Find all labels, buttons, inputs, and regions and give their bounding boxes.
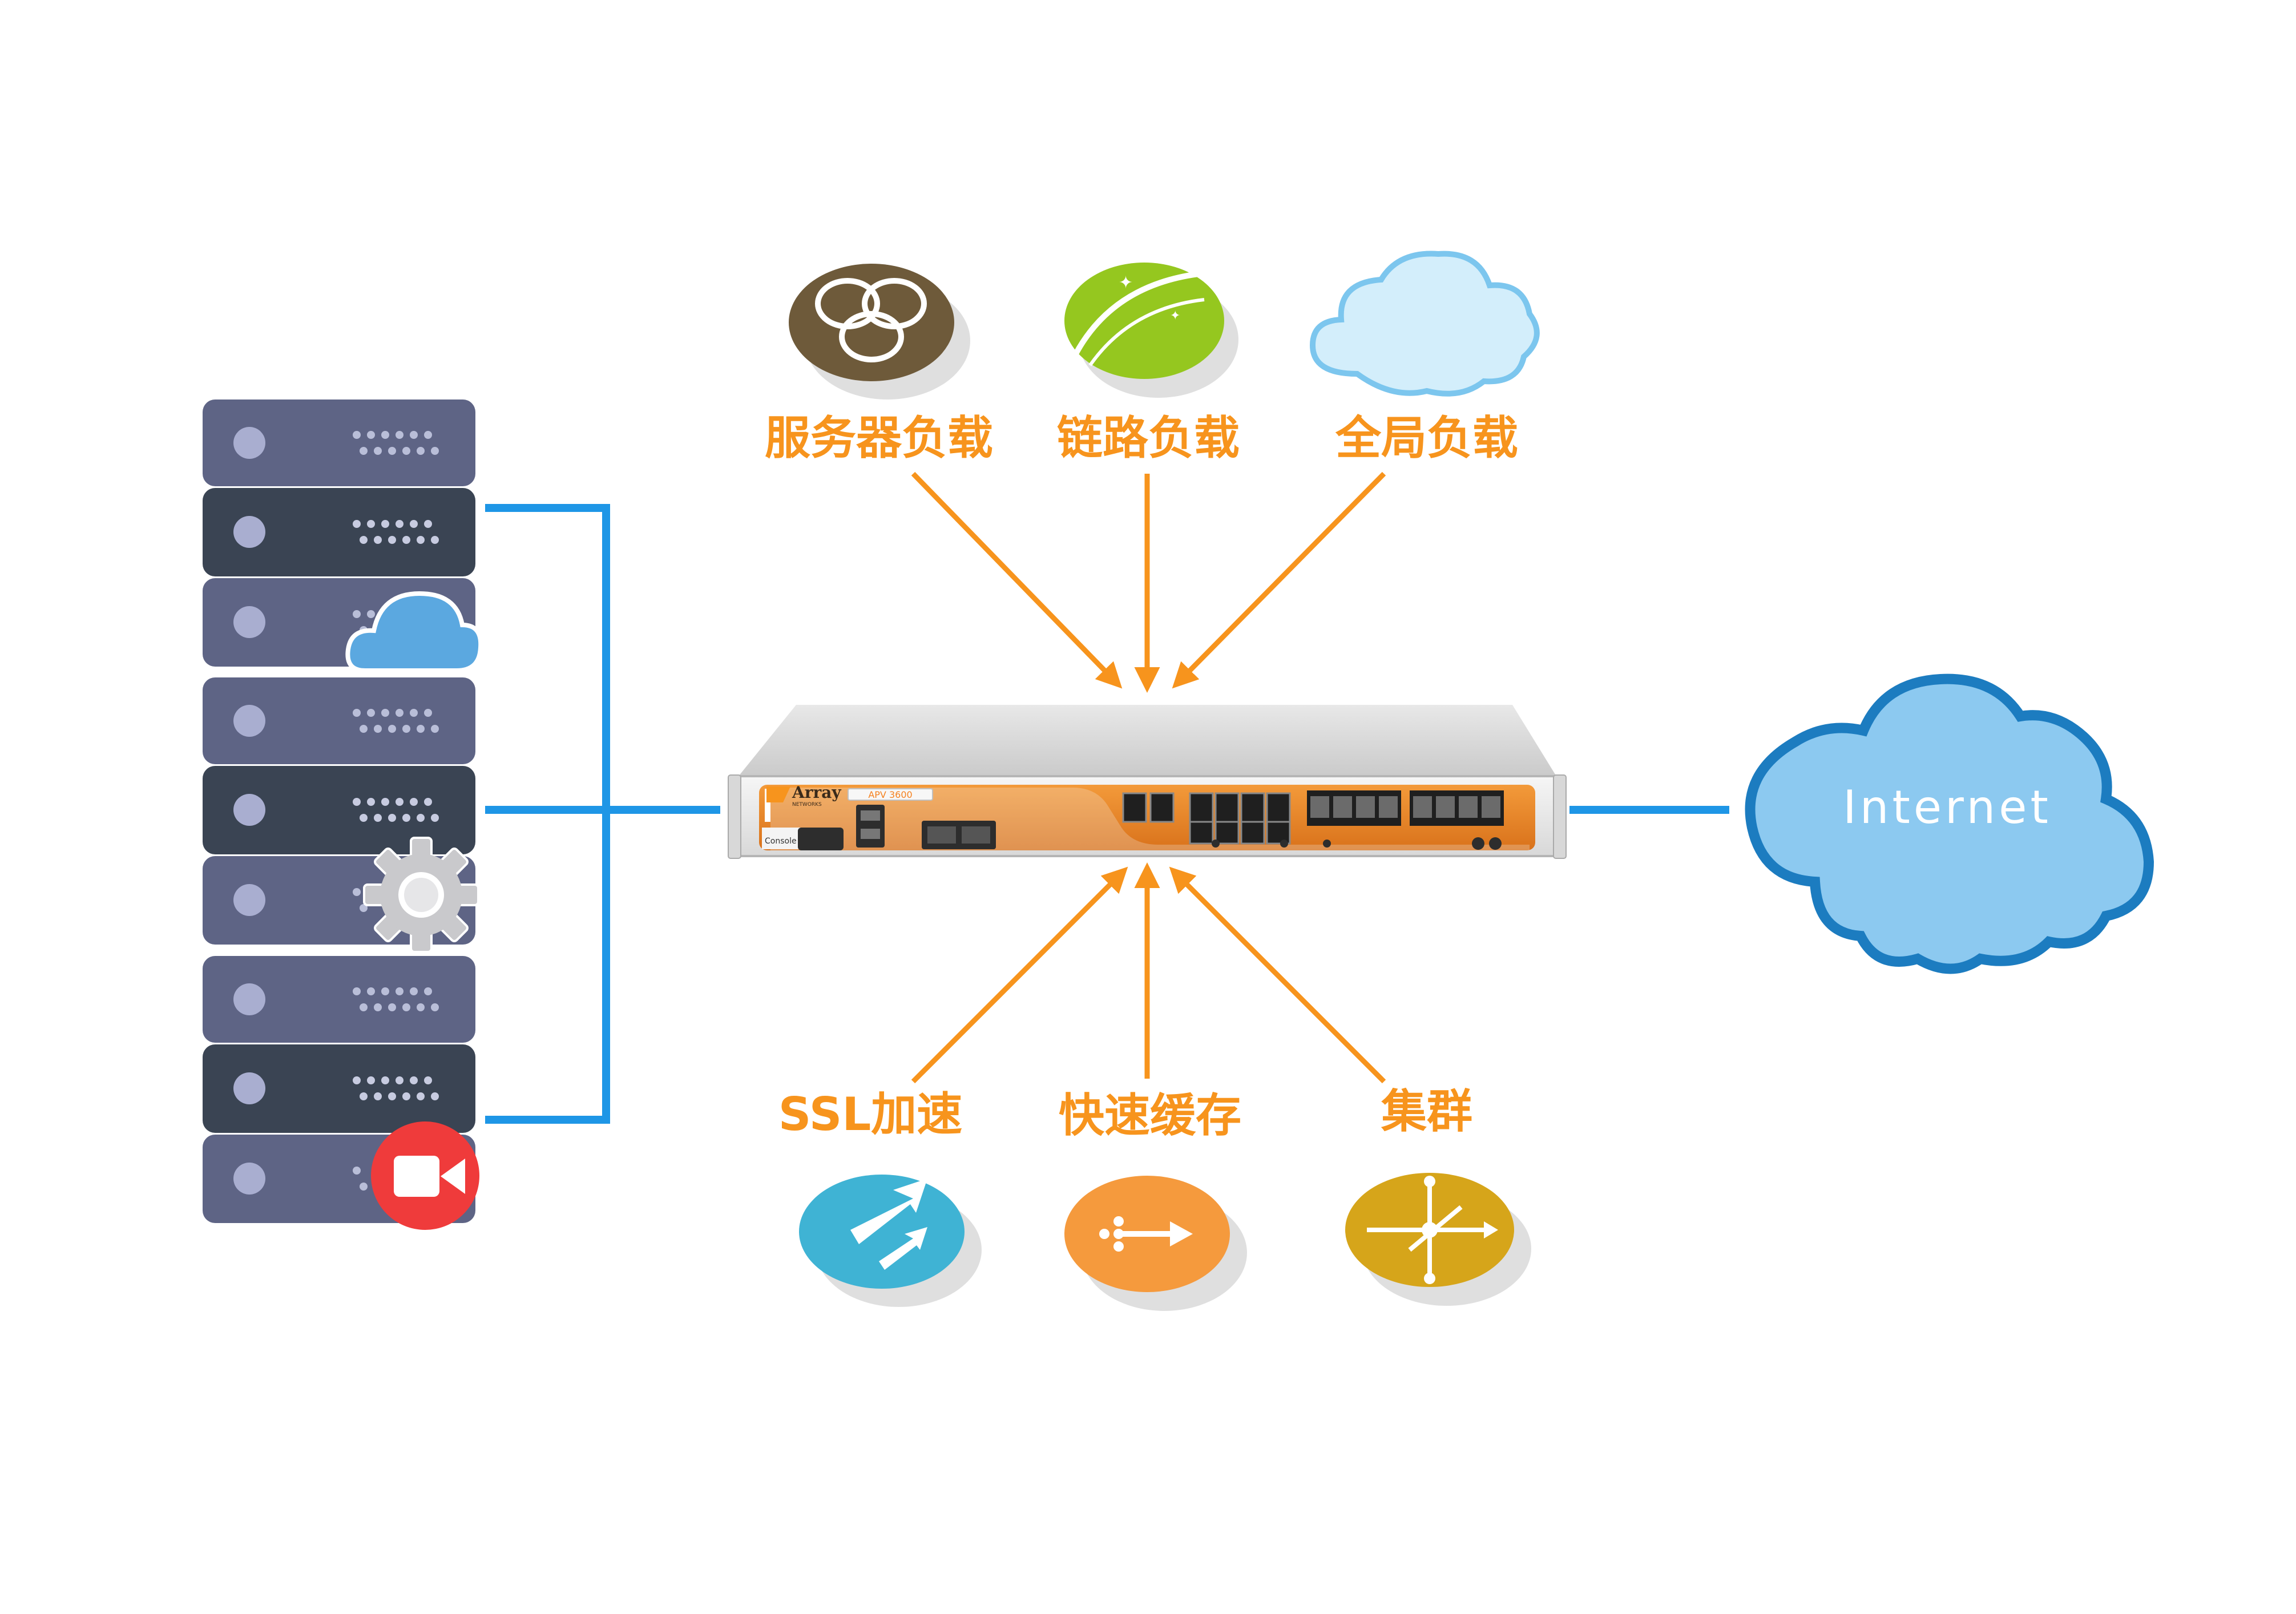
internet-label: Internet (1843, 781, 2052, 834)
global-load-icon (1309, 251, 1540, 397)
cluster-icon (1345, 1173, 1531, 1306)
gear-icon (363, 837, 479, 953)
server-links (485, 504, 720, 1124)
console-port (798, 828, 844, 850)
server-unit (203, 400, 475, 486)
feature-arrows (911, 471, 1386, 1084)
feature-label: 服务器负载 (765, 411, 993, 465)
svg-text:✦: ✦ (1170, 309, 1180, 323)
svg-text:NETWORKS: NETWORKS (792, 802, 822, 808)
brand-logo: Array NETWORKS (766, 783, 841, 808)
feature-label: 链路负载 (1057, 411, 1240, 465)
feature-label: 快速缓存 (1059, 1089, 1241, 1142)
sfp-ports (1122, 792, 1291, 845)
feature-label: 全局负载 (1335, 411, 1518, 465)
fast-cache-icon (1064, 1176, 1247, 1311)
load-balancer-appliance: Array NETWORKS APV 3600 Console (728, 705, 1567, 859)
console-label: Console (765, 837, 797, 846)
server-unit (203, 677, 475, 764)
server-stack (203, 400, 483, 1230)
model-label: APV 3600 (868, 789, 912, 800)
server-unit (203, 956, 475, 1043)
feature-label: SSL加速 (778, 1088, 963, 1141)
svg-text:✦: ✦ (1119, 273, 1133, 293)
ethernet-ports (1307, 790, 1504, 826)
server-unit (203, 766, 475, 854)
server-unit (203, 488, 475, 576)
video-camera-icon (371, 1121, 479, 1230)
cloud-icon (345, 591, 483, 673)
link-load-icon: ✦ ✦ (1064, 263, 1238, 398)
svg-text:Array: Array (792, 783, 841, 802)
internet-cloud: Internet (1745, 673, 2154, 974)
server-unit (203, 1044, 475, 1133)
server-load-icon (789, 264, 970, 400)
feature-label: 集群 (1381, 1085, 1472, 1138)
ssl-acceleration-icon (799, 1175, 982, 1307)
